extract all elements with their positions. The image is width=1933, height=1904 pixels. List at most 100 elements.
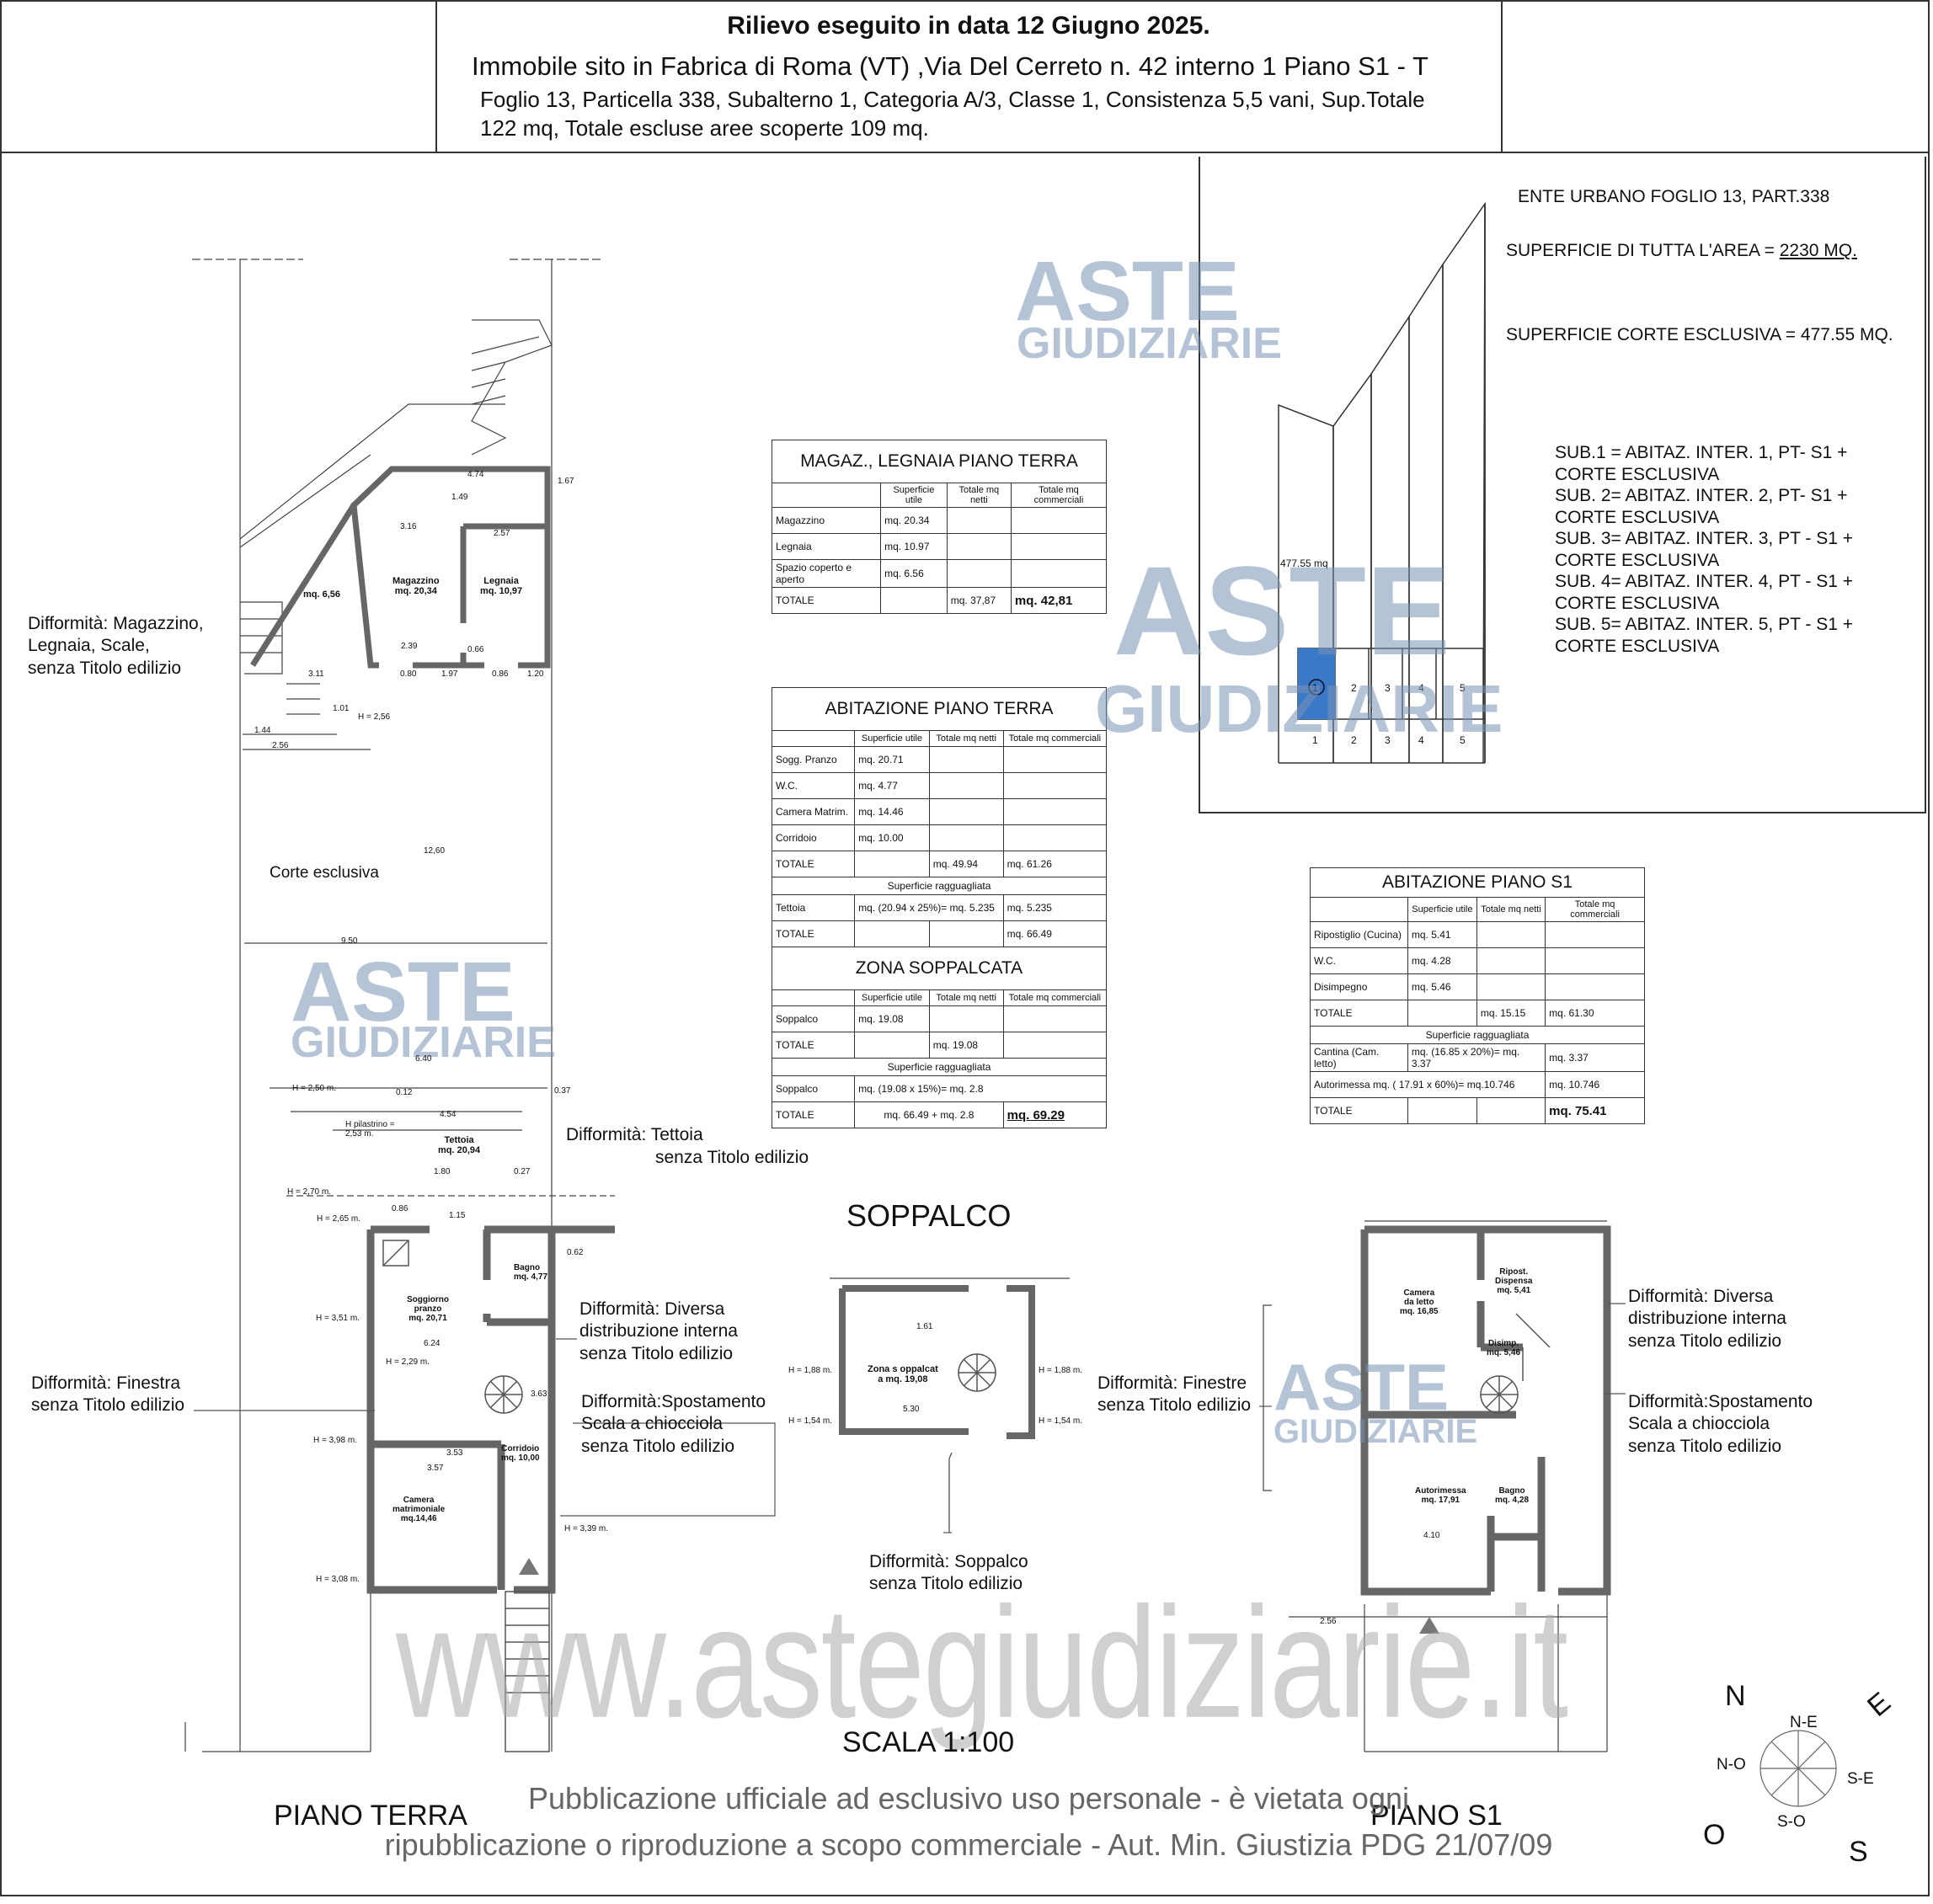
site-plan-corte: SUPERFICIE CORTE ESCLUSIVA = 477.55 MQ. — [1506, 325, 1893, 344]
dimension: 4.54 — [440, 1110, 457, 1119]
dimension: 4.74 — [467, 470, 484, 479]
note-corte: Corte esclusiva — [270, 864, 379, 882]
watermark-aste: ASTE — [291, 945, 515, 1039]
watermark-giudiziarie: GIUDIZIARIE — [1095, 671, 1503, 746]
header-title: Rilievo eseguito in data 12 Giugno 2025. — [727, 12, 1210, 40]
dimension: 1.61 — [916, 1322, 933, 1331]
table-caption: ABITAZIONE PIANO TERRA — [772, 687, 1107, 731]
note-tettoia: Difformità: Tettoia — [566, 1125, 703, 1144]
header-cadastral: Foglio 13, Particella 338, Subalterno 1,… — [480, 87, 1425, 112]
dimension: 3.16 — [400, 522, 417, 531]
dimension: 0.12 — [396, 1088, 413, 1097]
note-scala-pt: Difformità:Spostamento Scala a chiocciol… — [581, 1392, 766, 1456]
unit-number: 2 — [1351, 682, 1357, 694]
dimension: H = 3,08 m. — [316, 1575, 360, 1584]
header-divider — [1501, 0, 1503, 153]
room-zona-soppalcata: Zona s oppalcat a mq. 19,08 — [868, 1364, 938, 1384]
dimension: H = 1,54 m. — [788, 1416, 832, 1426]
header-address: Immobile sito in Fabrica di Roma (VT) ,V… — [472, 51, 1428, 81]
dimension: H = 1,88 m. — [1039, 1366, 1082, 1375]
unit-number: 5 — [1460, 682, 1466, 694]
watermark-aste: ASTE — [1274, 1350, 1450, 1424]
dimension: H = 1,54 m. — [1039, 1416, 1082, 1426]
table-caption: ABITAZIONE PIANO S1 — [1310, 867, 1645, 898]
label-piano-terra: PIANO TERRA — [274, 1800, 467, 1832]
label-piano-s1: PIANO S1 — [1370, 1800, 1503, 1832]
dimension: 12,60 — [424, 846, 446, 856]
dimension: 0.37 — [554, 1086, 571, 1096]
unit-number: 5 — [1460, 734, 1466, 746]
room-disimpegno: Disimp. mq. 5,46 — [1487, 1339, 1521, 1357]
unit-number: 3 — [1385, 682, 1391, 694]
note-distribuzione-pt: Difformità: Diversa distribuzione intern… — [579, 1299, 738, 1363]
unit-number: 1 — [1312, 682, 1318, 694]
dimension: 3.57 — [427, 1464, 444, 1473]
dimension: 3.11 — [308, 669, 324, 679]
dimension: 0.80 — [400, 669, 417, 679]
publication-notice-2: ripubblicazione o riproduzione a scopo c… — [384, 1827, 1553, 1862]
dimension: 3.63 — [531, 1389, 547, 1399]
note-finestre-s1: Difformità: Finestre senza Titolo ediliz… — [1097, 1373, 1252, 1416]
note-distribuzione-s1: Difformità: Diversa distribuzione intern… — [1628, 1287, 1786, 1351]
dimension: 2.39 — [401, 642, 418, 651]
unit-number: 4 — [1418, 734, 1424, 746]
table-caption: ZONA SOPPALCATA — [772, 947, 1107, 990]
note-magazzino: Difformità: Magazzino, Legnaia, Scale, s… — [28, 614, 204, 678]
compass-so: S-O — [1777, 1813, 1806, 1831]
room-legnaia: Legnaia mq. 10,97 — [480, 576, 523, 596]
site-plan-subs: SUB.1 = ABITAZ. INTER. 1, PT- S1 +CORTE … — [1555, 443, 1854, 656]
room-corridoio: Corridoio mq. 10,00 — [501, 1444, 540, 1463]
unit-number: 4 — [1418, 682, 1424, 694]
watermark-aste: ASTE — [1015, 244, 1240, 339]
dimension: 1.44 — [254, 726, 271, 735]
dimension: 1.20 — [527, 669, 544, 679]
compass-s: S — [1849, 1836, 1868, 1868]
dimension: 2.56 — [272, 741, 289, 750]
dimension: 1.15 — [449, 1211, 466, 1220]
dimension: H = 3,51 m. — [316, 1314, 360, 1323]
room-soggiorno: Soggiorno pranzo mq. 20,71 — [407, 1295, 449, 1323]
header-surface: 122 mq, Totale escluse aree scoperte 109… — [480, 115, 929, 141]
note-finestra-pt: Difformità: Finestra senza Titolo ediliz… — [31, 1373, 185, 1416]
dimension: H = 2,70 m. — [287, 1187, 331, 1197]
dimension: H = 2,65 m. — [317, 1214, 360, 1224]
note-scala-s1: Difformità:Spostamento Scala a chiocciol… — [1628, 1392, 1813, 1456]
dimension: H = 2,50 m. — [292, 1084, 336, 1093]
site-plan-frame — [1199, 157, 1926, 813]
table-caption: MAGAZ., LEGNAIA PIANO TERRA — [772, 440, 1107, 483]
site-plan-area: SUPERFICIE DI TUTTA L'AREA = 2230 MQ. — [1506, 241, 1857, 260]
site-plan-title: ENTE URBANO FOGLIO 13, PART.338 — [1518, 187, 1830, 206]
header-frame — [0, 0, 1930, 153]
sheet-frame — [0, 153, 1930, 1896]
dimension: 3.53 — [446, 1448, 463, 1458]
room-bagno-s1: Bagno mq. 4,28 — [1495, 1486, 1530, 1505]
unit-number: 2 — [1351, 734, 1357, 746]
unit-number: 1 — [1312, 734, 1318, 746]
dimension: 4.10 — [1423, 1531, 1440, 1540]
compass-no: N-O — [1717, 1756, 1746, 1773]
compass-n: N — [1725, 1680, 1746, 1712]
watermark-giudiziarie: GIUDIZIARIE — [1017, 319, 1282, 368]
room-magazzino: Magazzino mq. 20,34 — [392, 576, 440, 596]
room-bagno-pt: Bagno mq. 4,77 — [514, 1263, 548, 1282]
dimension: 2.57 — [494, 529, 510, 538]
dimension: H = 1,88 m. — [788, 1366, 832, 1375]
dimension: 5.30 — [903, 1405, 920, 1414]
compass-se: S-E — [1847, 1770, 1874, 1788]
dimension: 0.27 — [514, 1167, 531, 1176]
dimension: H = 2,29 m. — [386, 1357, 430, 1367]
dimension: 6.40 — [415, 1054, 432, 1064]
